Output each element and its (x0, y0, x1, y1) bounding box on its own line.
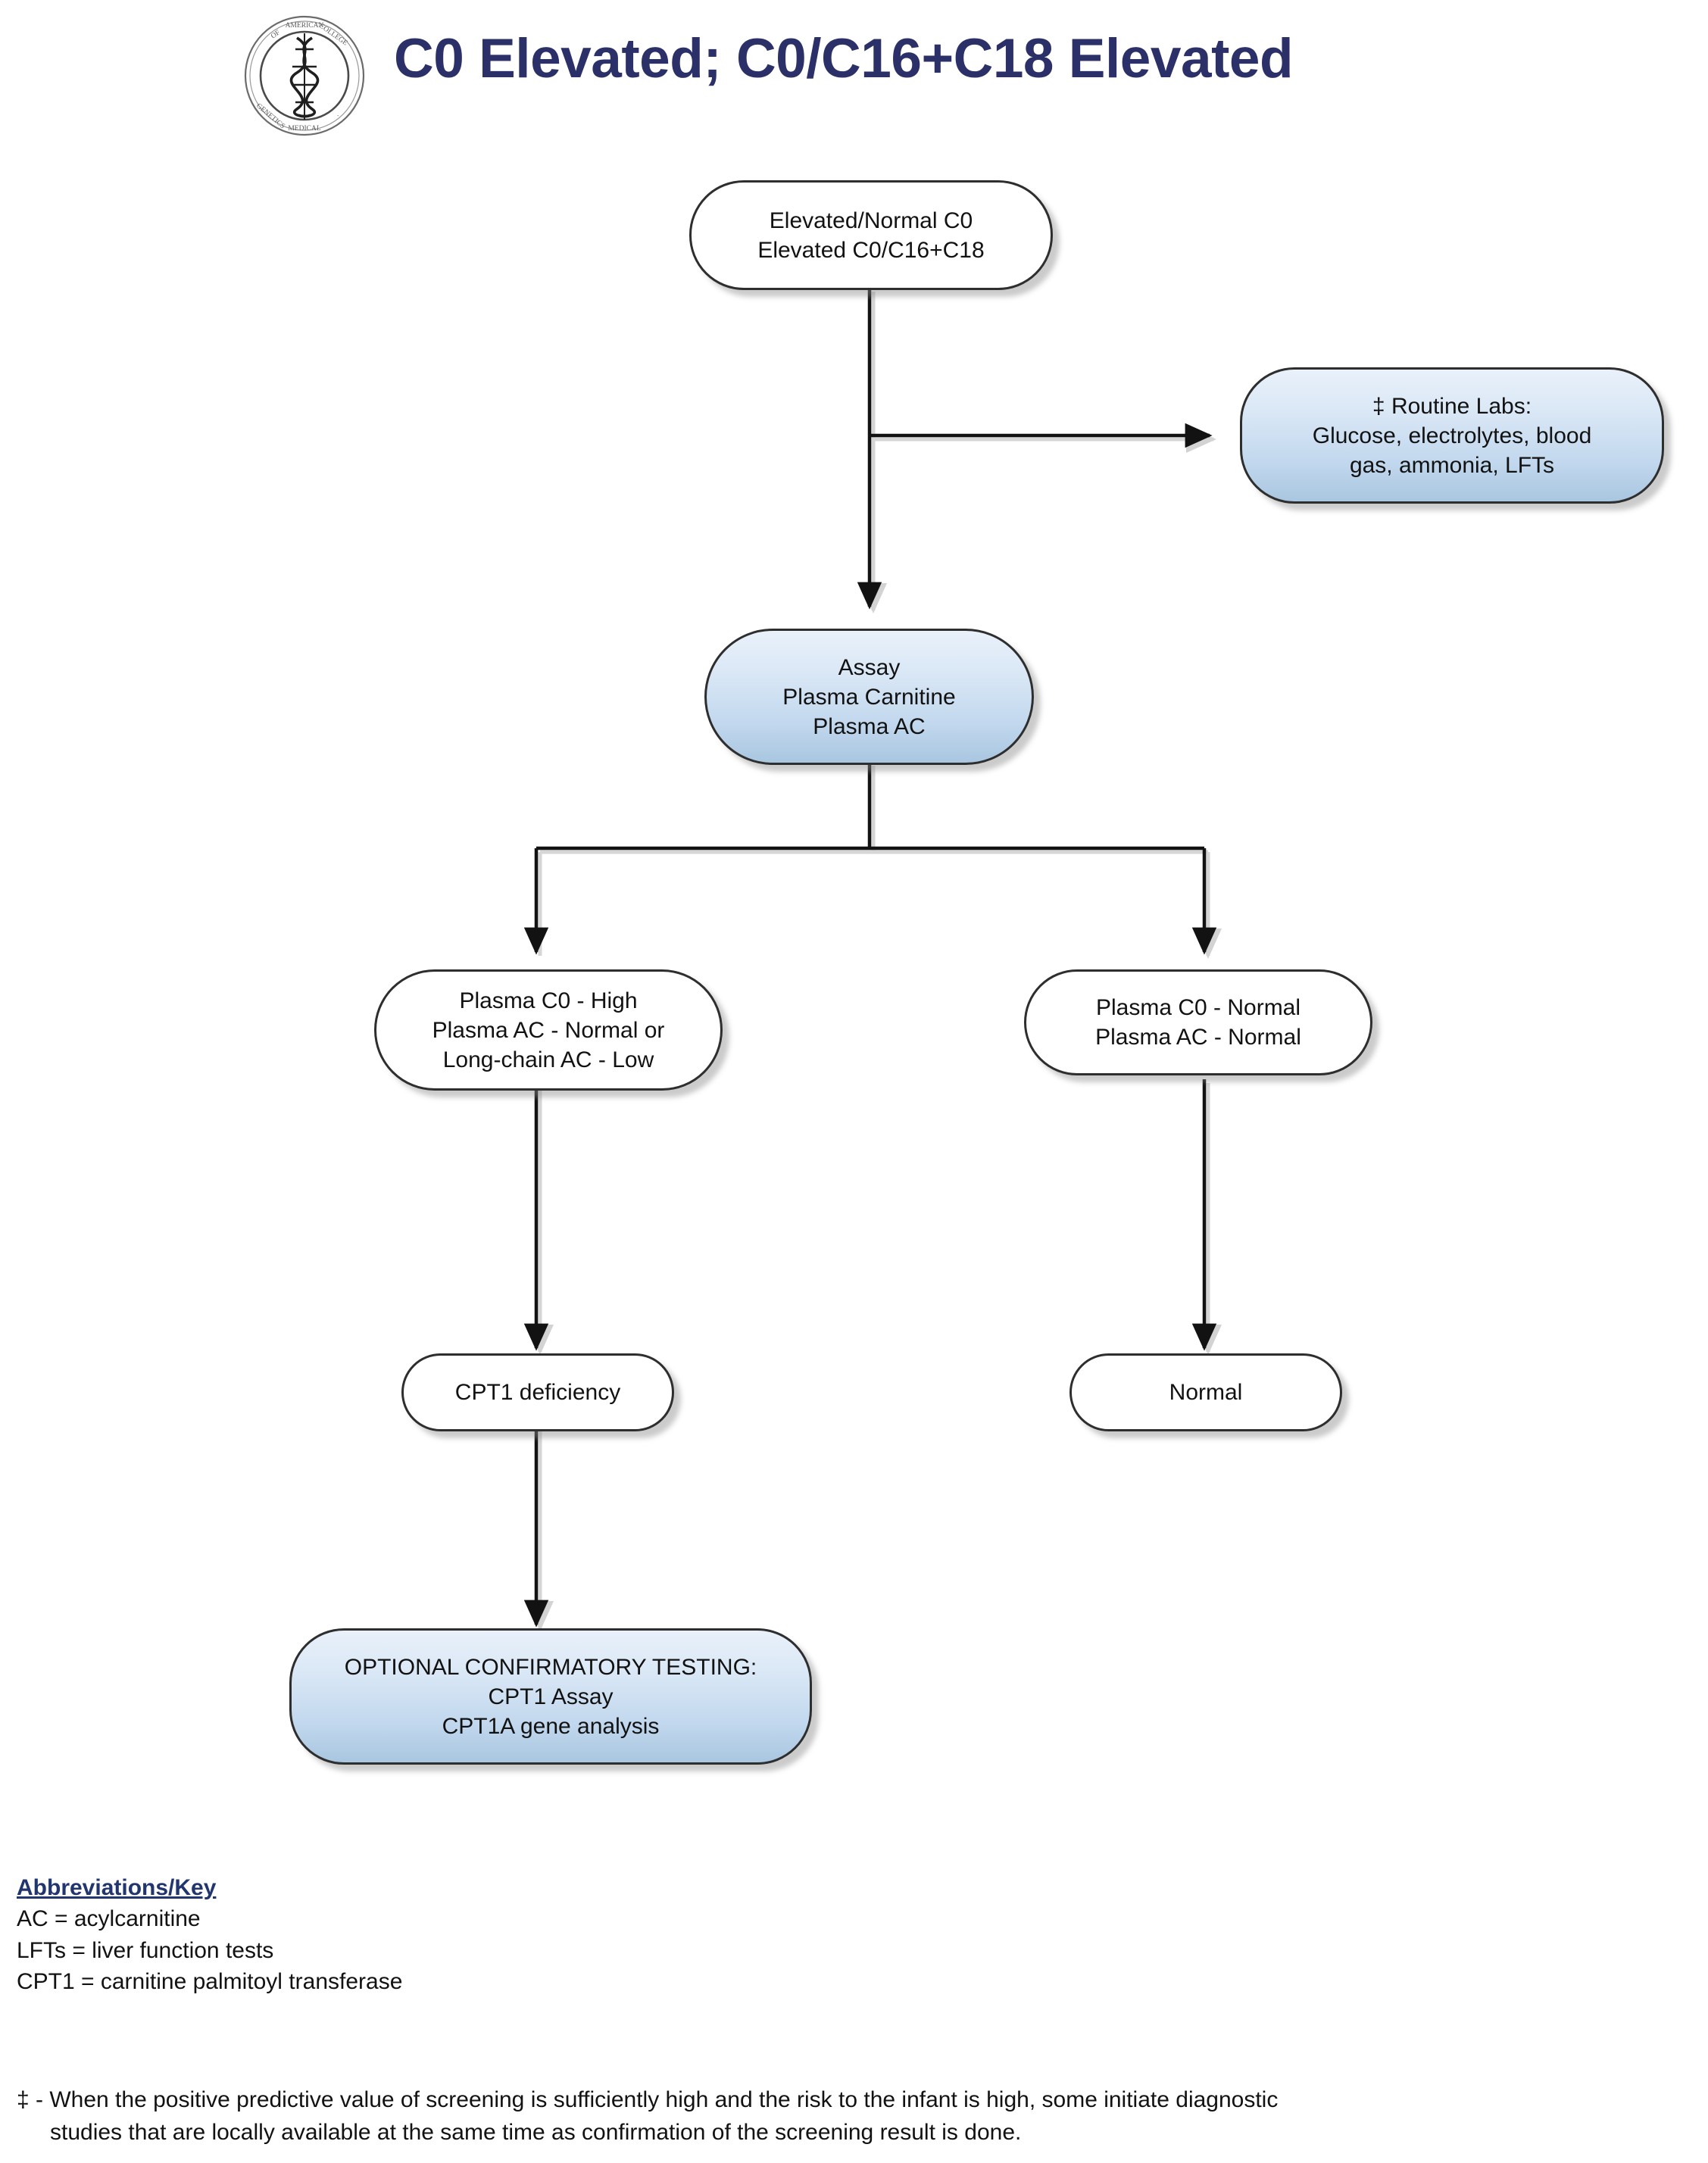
footnote-line-2: studies that are locally available at th… (50, 2119, 1022, 2145)
page-header: AMERICAN COLLEGE OF MEDICAL GENETICS · C… (0, 0, 1708, 151)
assay-line-3: Plasma AC (813, 713, 926, 739)
optional-testing-line-1: OPTIONAL CONFIRMATORY TESTING: (344, 1654, 757, 1680)
optional-testing-line-2: CPT1 Assay (488, 1684, 614, 1709)
list-item: LFTs = liver function tests (17, 1937, 274, 1963)
svg-text:·: · (336, 113, 342, 120)
optional-testing-line-3: CPT1A gene analysis (442, 1713, 660, 1739)
left-result-line-3: Long-chain AC - Low (442, 1047, 654, 1072)
footnote: ‡ - When the positive predictive value o… (17, 2084, 1668, 2149)
normal-node[interactable]: Normal (1069, 1353, 1342, 1431)
left-result-line-1: Plasma C0 - High (459, 988, 638, 1013)
routine-labs-line-2: Glucose, electrolytes, blood (1312, 423, 1592, 448)
abbreviations-list: AC = acylcarnitine LFTs = liver function… (17, 1903, 1229, 1997)
footnote-line-1: ‡ - When the positive predictive value o… (17, 2087, 1279, 2112)
cpt1-deficiency-node[interactable]: CPT1 deficiency (401, 1353, 674, 1431)
routine-labs-line-3: gas, ammonia, LFTs (1349, 452, 1555, 478)
list-item: AC = acylcarnitine (17, 1906, 201, 1932)
routine-labs-node[interactable]: ‡ Routine Labs: Glucose, electrolytes, b… (1240, 367, 1664, 504)
plasma-c0-high-node[interactable]: Plasma C0 - High Plasma AC - Normal or L… (374, 969, 723, 1091)
svg-text:AMERICAN: AMERICAN (286, 22, 324, 30)
start-node-line-2: Elevated C0/C16+C18 (757, 237, 985, 263)
start-node-line-1: Elevated/Normal C0 (769, 208, 973, 233)
acmg-seal-logo: AMERICAN COLLEGE OF MEDICAL GENETICS · (244, 15, 365, 136)
right-result-line-2: Plasma AC - Normal (1095, 1025, 1301, 1050)
left-result-line-2: Plasma AC - Normal or (432, 1017, 665, 1043)
abbreviations-key: Abbreviations/Key AC = acylcarnitine LFT… (17, 1872, 1229, 1998)
assay-line-2: Plasma Carnitine (782, 684, 956, 710)
plasma-c0-normal-node[interactable]: Plasma C0 - Normal Plasma AC - Normal (1024, 969, 1372, 1075)
page-title: C0 Elevated; C0/C16+C18 Elevated (394, 28, 1294, 89)
abbreviations-key-title: Abbreviations/Key (17, 1875, 217, 1900)
normal-label: Normal (1169, 1380, 1243, 1405)
svg-text:MEDICAL: MEDICAL (288, 125, 320, 133)
cpt1-deficiency-label: CPT1 deficiency (454, 1380, 621, 1405)
start-node[interactable]: Elevated/Normal C0 Elevated C0/C16+C18 (689, 180, 1053, 290)
list-item: CPT1 = carnitine palmitoyl transferase (17, 1969, 403, 1995)
assay-node[interactable]: Assay Plasma Carnitine Plasma AC (704, 629, 1034, 765)
routine-labs-line-1: ‡ Routine Labs: (1372, 393, 1532, 419)
flowchart: Elevated/Normal C0 Elevated C0/C16+C18 ‡… (289, 180, 1664, 1765)
right-result-line-1: Plasma C0 - Normal (1095, 995, 1301, 1020)
optional-confirmatory-testing-node[interactable]: OPTIONAL CONFIRMATORY TESTING: CPT1 Assa… (289, 1628, 812, 1765)
assay-line-1: Assay (838, 654, 901, 680)
